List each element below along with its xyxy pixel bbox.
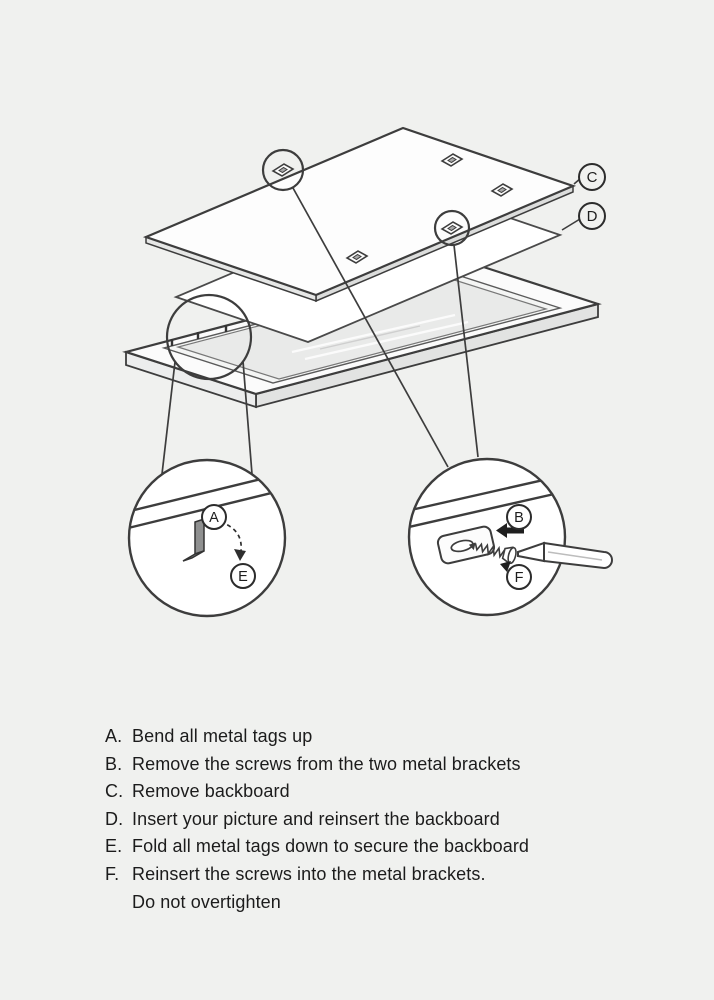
label-circle-f <box>506 564 532 590</box>
label-letter-f: F <box>515 570 524 586</box>
callout-circle <box>127 458 287 618</box>
instruction-text-f: Reinsert the screws into the metal brack… <box>132 863 486 884</box>
screwdriver-shaft <box>543 541 613 570</box>
instruction-text-a: Bend all metal tags up <box>132 726 313 746</box>
highlight-circle-tag-mid <box>433 209 471 247</box>
highlight-circle-tag-top <box>261 148 305 192</box>
arrow-up-left-icon <box>500 561 511 572</box>
glass-shine <box>319 325 421 350</box>
callout-metal-tag: A E <box>127 458 287 618</box>
instruction-label-e: E. <box>105 836 123 857</box>
frame-assembly-diagram: C D A E <box>122 126 613 618</box>
arc-arrowhead-down <box>234 549 246 561</box>
metal-tag-bent-up <box>194 517 205 556</box>
instruction-label-a: A. <box>105 726 123 746</box>
instruction-label-b: B. <box>105 753 123 774</box>
instruction-label-f: F. <box>105 863 120 884</box>
metal-bracket <box>436 525 496 565</box>
instruction-item-a: A. Bend all metal tags up <box>105 723 529 751</box>
metal-tag-foot <box>182 550 205 562</box>
instruction-text-b: Remove the screws from the two metal bra… <box>132 753 521 774</box>
label-c: C <box>573 163 606 191</box>
label-letter-e: E <box>238 569 248 585</box>
screwdriver <box>517 541 613 570</box>
label-circle-d <box>578 202 606 230</box>
label-circle-c <box>578 163 606 191</box>
screw-tip <box>468 542 476 551</box>
label-d: D <box>561 202 606 231</box>
callout-screw-bracket: B F <box>407 457 613 617</box>
instruction-item-f: F. Reinsert the screws into the metal br… <box>105 861 529 889</box>
frame-edge-line <box>410 488 564 531</box>
label-letter-a: A <box>209 510 219 526</box>
instruction-text-f2: Do not overtighten <box>132 891 281 912</box>
label-letter-b: B <box>514 510 524 526</box>
screw-threads <box>474 542 506 559</box>
highlight-circle-frame-edge <box>165 293 253 381</box>
label-circle-b <box>506 504 532 530</box>
metal-tag <box>272 163 294 177</box>
instruction-list: A. Bend all metal tags up B. Remove the … <box>105 723 529 916</box>
instruction-item-b: B. Remove the screws from the two metal … <box>105 751 529 779</box>
glass-shine <box>304 320 469 361</box>
arrow-left-icon <box>496 523 524 538</box>
instruction-item-c: C. Remove backboard <box>105 778 529 806</box>
instruction-text-d: Insert your picture and reinsert the bac… <box>132 808 500 829</box>
backboard-face <box>142 126 577 297</box>
instruction-text-e: Fold all metal tags down to secure the b… <box>132 836 530 857</box>
instruction-label-c: C. <box>105 781 124 802</box>
instruction-item-f-continuation: Do not overtighten <box>132 889 529 917</box>
instruction-item-e: E. Fold all metal tags down to secure th… <box>105 833 529 861</box>
frame-metal-tags <box>170 325 228 346</box>
label-circle-a <box>201 504 227 530</box>
label-letter-d: D <box>587 208 598 225</box>
label-letter-c: C <box>587 169 598 186</box>
screwdriver-shine <box>547 551 603 561</box>
instruction-text-c: Remove backboard <box>132 781 290 802</box>
label-circle-e <box>230 563 256 589</box>
zoom-connector-lines <box>161 187 479 475</box>
instruction-item-d: D. Insert your picture and reinsert the … <box>105 806 529 834</box>
instruction-label-d: D. <box>105 808 124 829</box>
